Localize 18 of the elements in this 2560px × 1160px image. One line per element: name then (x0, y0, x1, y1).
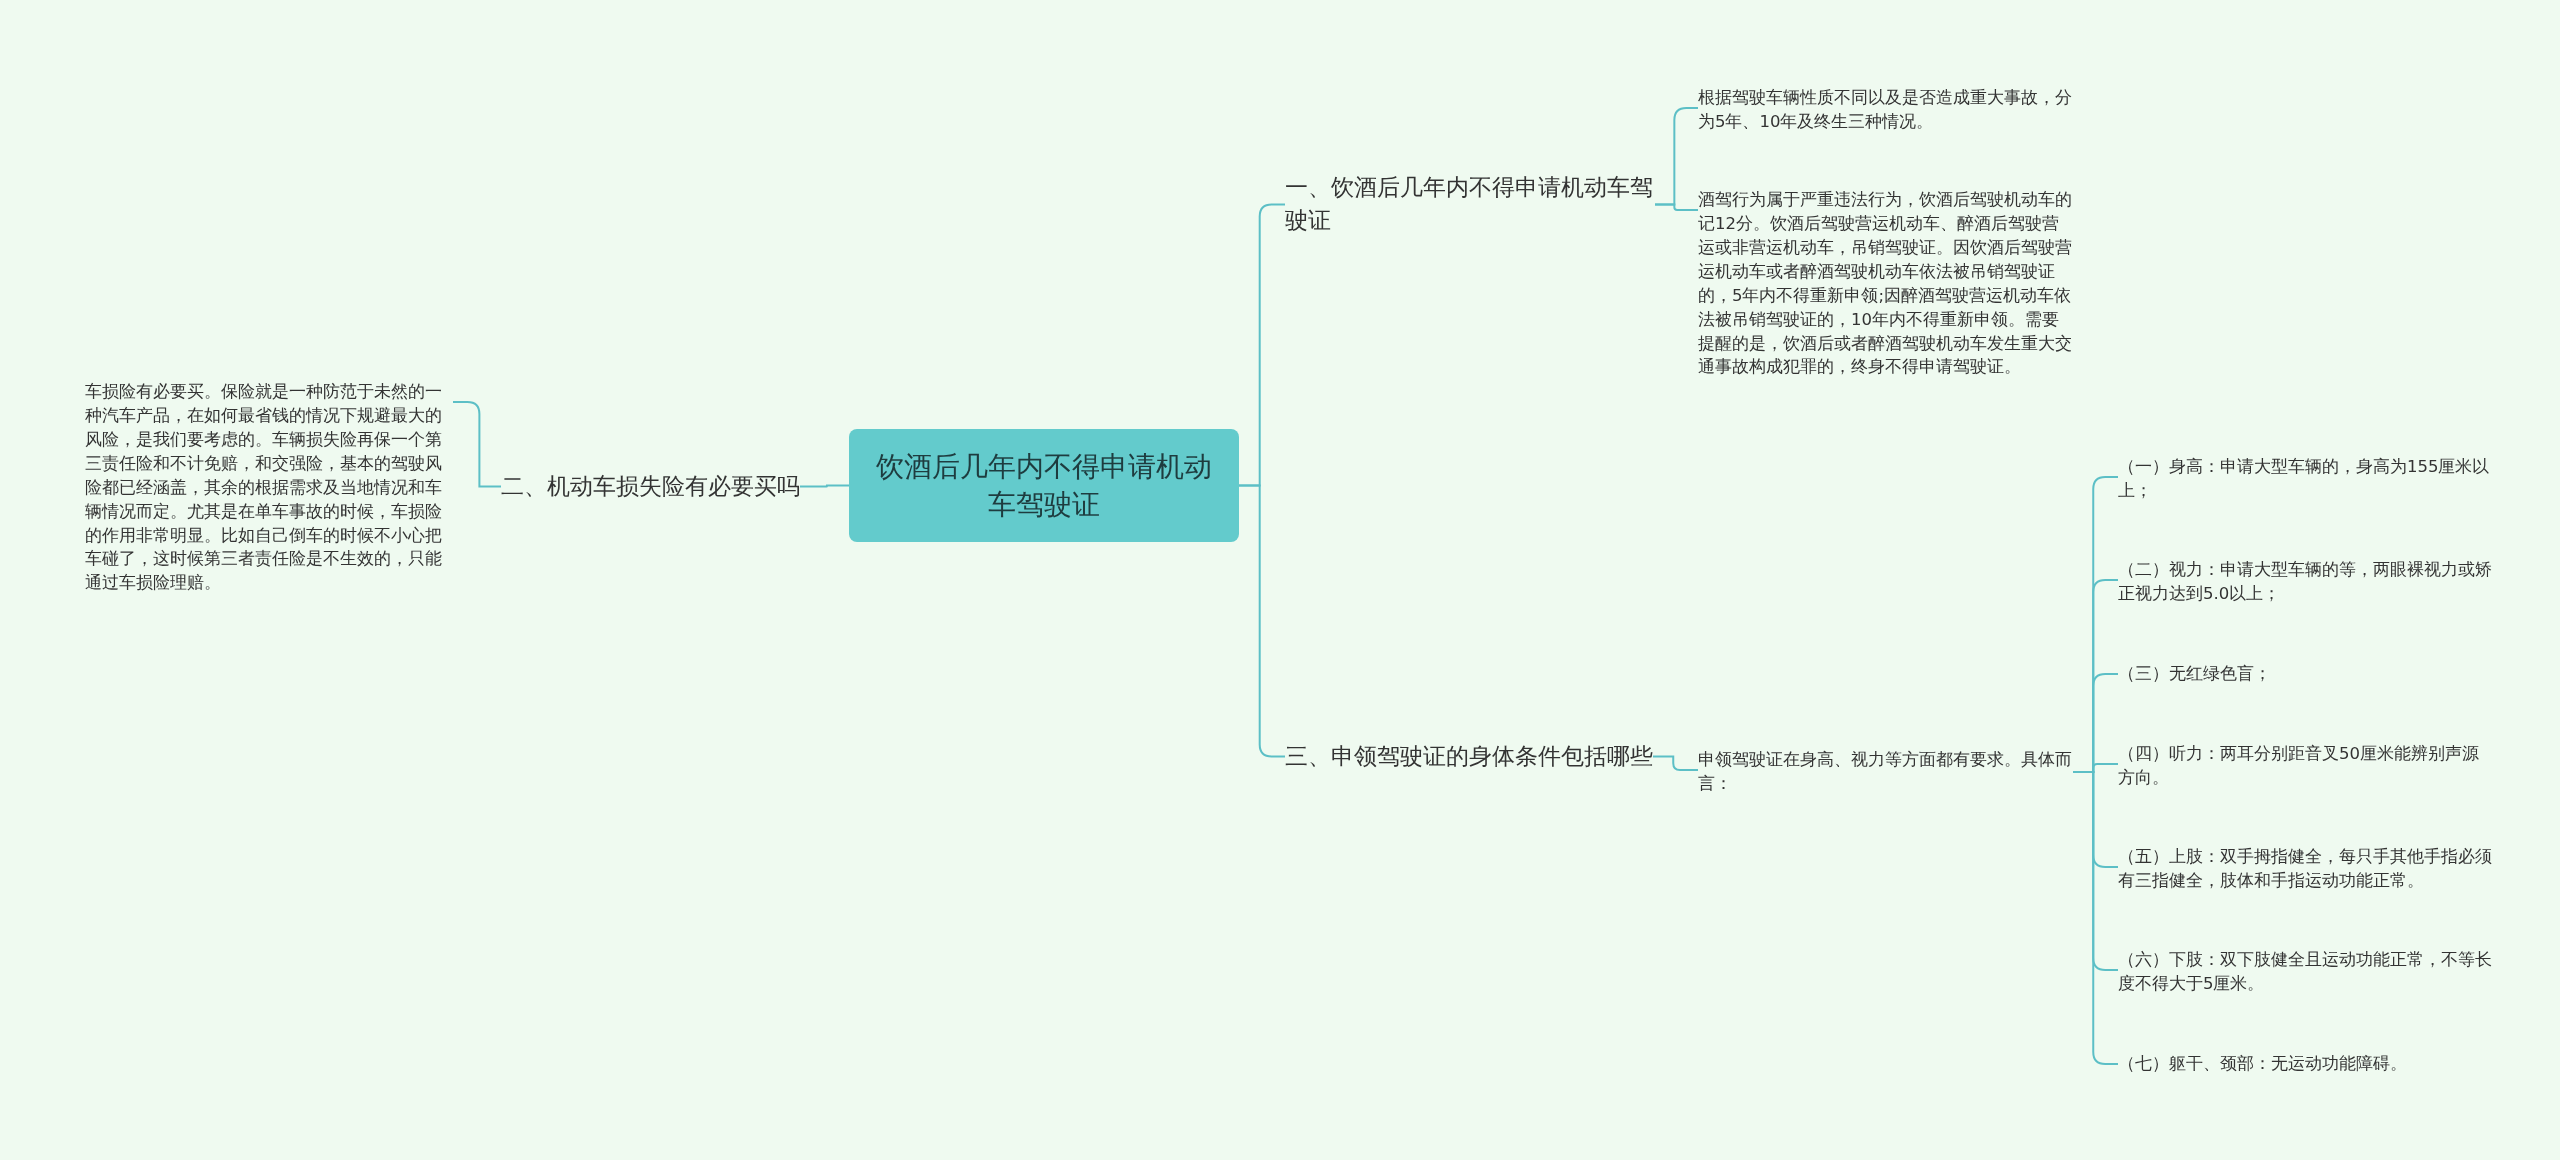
note-text: （七）躯干、颈部：无运动功能障碍。 (2118, 1052, 2493, 1076)
branch-topic: 二、机动车损失险有必要买吗 (501, 470, 800, 504)
note-text: （四）听力：两耳分别距音叉50厘米能辨别声源方向。 (2118, 742, 2493, 790)
note-text: （二）视力：申请大型车辆的等，两眼裸视力或矫正视力达到5.0以上； (2118, 558, 2493, 606)
note-text: 申领驾驶证在身高、视力等方面都有要求。具体而言： (1698, 748, 2073, 796)
note-text: （三）无红绿色盲； (2118, 662, 2493, 686)
note-text: （五）上肢：双手拇指健全，每只手其他手指必须有三指健全，肢体和手指运动功能正常。 (2118, 845, 2493, 893)
branch-topic: 一、饮酒后几年内不得申请机动车驾驶证 (1285, 171, 1655, 238)
branch-topic: 三、申领驾驶证的身体条件包括哪些 (1285, 740, 1653, 774)
note-text: 根据驾驶车辆性质不同以及是否造成重大事故，分为5年、10年及终生三种情况。 (1698, 86, 2073, 134)
note-text: 酒驾行为属于严重违法行为，饮酒后驾驶机动车的记12分。饮酒后驾驶营运机动车、醉酒后驾驶营运或非营运机动车，吊销驾驶证。因饮酒后驾驶营运机动车或者醉酒驾驶机动车依法被吊销驾驶证的，5年内不得重新申领;因醉酒驾驶营运机动车依法被吊销驾驶证的，10年内不得重新申领。需要提醒的是，饮酒后或者醉酒驾驶机动车发生重大交通事故构成犯罪的，终身不得申请驾驶证。 (1698, 188, 2073, 380)
note-text: 车损险有必要买。保险就是一种防范于未然的一种汽车产品，在如何最省钱的情况下规避最大的风险，是我们要考虑的。车辆损失险再保一个第三责任险和不计免赔，和交强险，基本的驾驶风险都已经涵盖，其余的根据需求及当地情况和车辆情况而定。尤其是在单车事故的时候，车损险的作用非常明显。比如自己倒车的时候不小心把车碰了，这时候第三者责任险是不生效的，只能通过车损险理赔。 (85, 380, 453, 596)
connector-line (1654, 203, 1699, 211)
note-text: （一）身高：申请大型车辆的，身高为155厘米以上； (2118, 455, 2493, 503)
connector-line (1652, 755, 1699, 771)
central-topic-box: 饮酒后几年内不得申请机动车驾驶证 (849, 429, 1239, 542)
note-text: （六）下肢：双下肢健全且运动功能正常，不等长度不得大于5厘米。 (2118, 948, 2493, 996)
connector-line (799, 484, 850, 488)
